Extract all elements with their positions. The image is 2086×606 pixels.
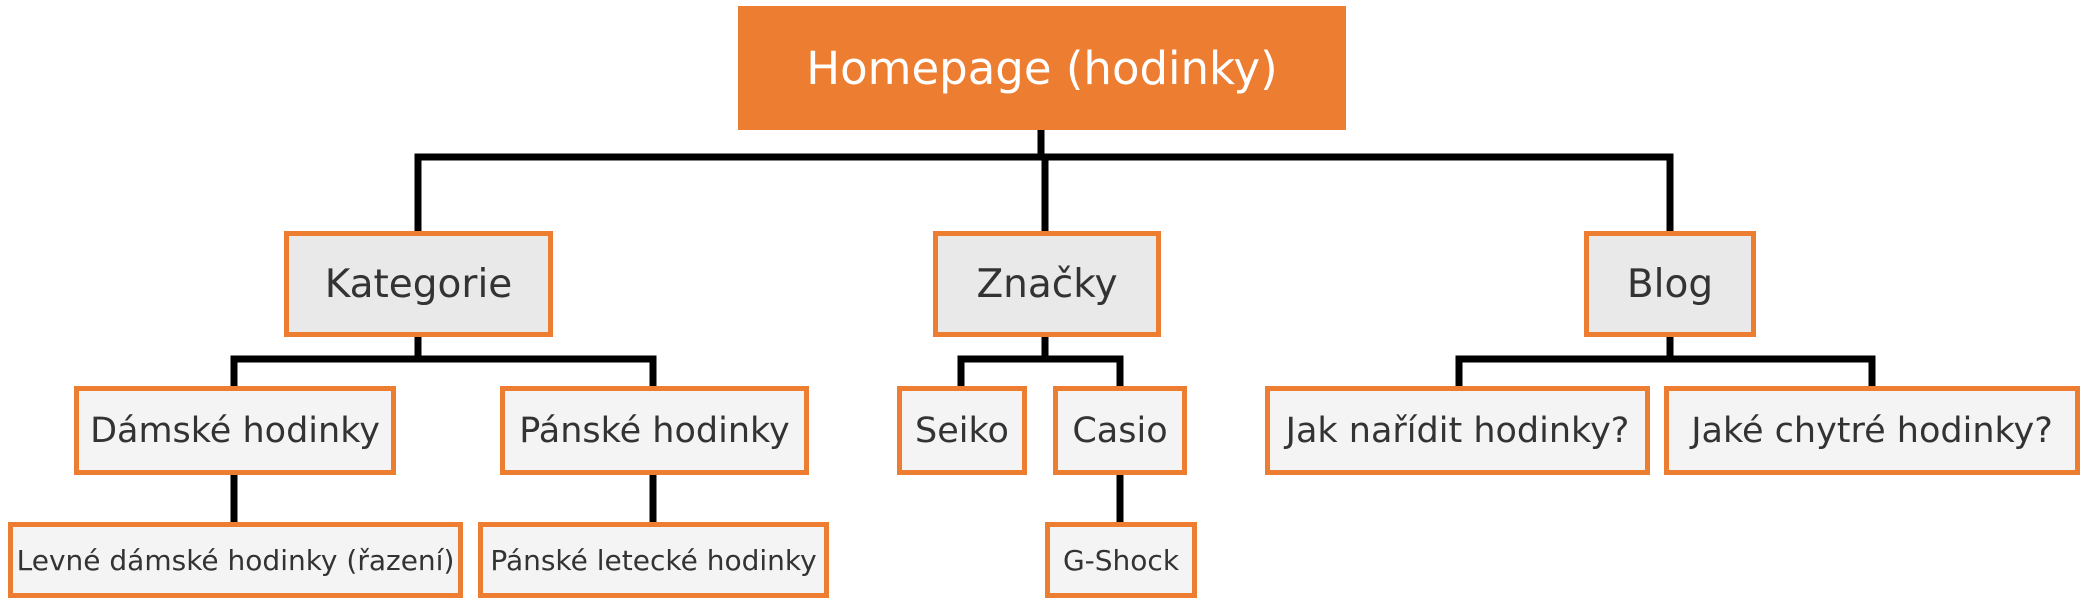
root-node: Homepage (hodinky) [738,6,1346,130]
casio-label: Casio [1072,410,1168,451]
casio-node: Casio [1053,386,1187,475]
root-label: Homepage (hodinky) [806,41,1278,95]
blog-post-1-label: Jak nařídit hodinky? [1285,410,1630,451]
blog-label: Blog [1626,261,1714,307]
znacky-label: Značky [976,261,1118,307]
blog-post-2-label: Jaké chytré hodinky? [1691,410,2053,451]
seiko-label: Seiko [915,410,1009,451]
g-shock-node: G-Shock [1045,522,1197,598]
levne-damske-hodinky-label: Levné dámské hodinky (řazení) [16,543,455,577]
blog-post-1-node: Jak nařídit hodinky? [1265,386,1650,475]
damske-hodinky-node: Dámské hodinky [74,386,396,475]
panske-letecke-hodinky-label: Pánské letecké hodinky [490,543,817,577]
panske-hodinky-node: Pánské hodinky [500,386,809,475]
kategorie-label: Kategorie [324,261,513,307]
seiko-node: Seiko [897,386,1027,475]
panske-letecke-hodinky-node: Pánské letecké hodinky [478,522,829,598]
damske-hodinky-label: Dámské hodinky [90,410,380,451]
levne-damske-hodinky-node: Levné dámské hodinky (řazení) [8,522,463,598]
znacky-node: Značky [933,231,1161,337]
panske-hodinky-label: Pánské hodinky [519,410,790,451]
kategorie-node: Kategorie [284,231,553,337]
g-shock-label: G-Shock [1062,543,1180,577]
blog-post-2-node: Jaké chytré hodinky? [1664,386,2080,475]
blog-node: Blog [1584,231,1756,337]
